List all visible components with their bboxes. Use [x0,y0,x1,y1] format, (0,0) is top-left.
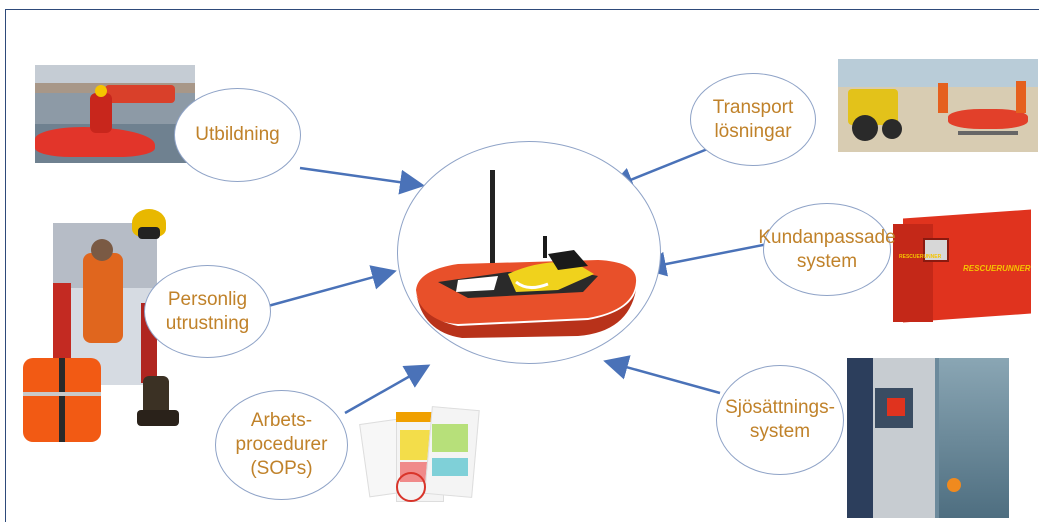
launch-system-photo [847,358,1009,518]
bubble-transport: Transport lösningar [690,73,816,166]
training-photo [35,65,195,163]
bubble-utbildning: Utbildning [174,88,301,182]
sop-documents-photo [356,400,481,515]
container-brand-small: RESCUERUNNER [899,254,942,260]
container-brand: RESCUERUNNER [963,264,1031,273]
transport-photo [838,59,1038,152]
container-photo: RESCUERUNNER RESCUERUNNER [893,198,1036,326]
arrow-arbets [344,364,431,415]
boots-photo [133,368,183,430]
arrow-utbildning [299,166,425,195]
bubble-personlig-utrustning: Personlig utrustning [144,265,271,358]
arrow-personlig [267,265,397,308]
slide-frame [5,9,1039,522]
center-hub [397,141,661,364]
helmet-photo [130,207,168,245]
bubble-kundanpassade: Kundanpassade system [758,203,896,296]
personal-equipment-photo [53,223,157,385]
life-vest-photo [17,352,107,444]
bubble-arbetsprocedurer: Arbets- procedurer (SOPs) [215,390,348,500]
arrow-kundanpassade [641,242,769,277]
rescue-jetski-image [416,170,637,338]
arrow-sjosattning [603,355,721,395]
bubble-sjosattning: Sjösättnings- system [716,365,844,475]
